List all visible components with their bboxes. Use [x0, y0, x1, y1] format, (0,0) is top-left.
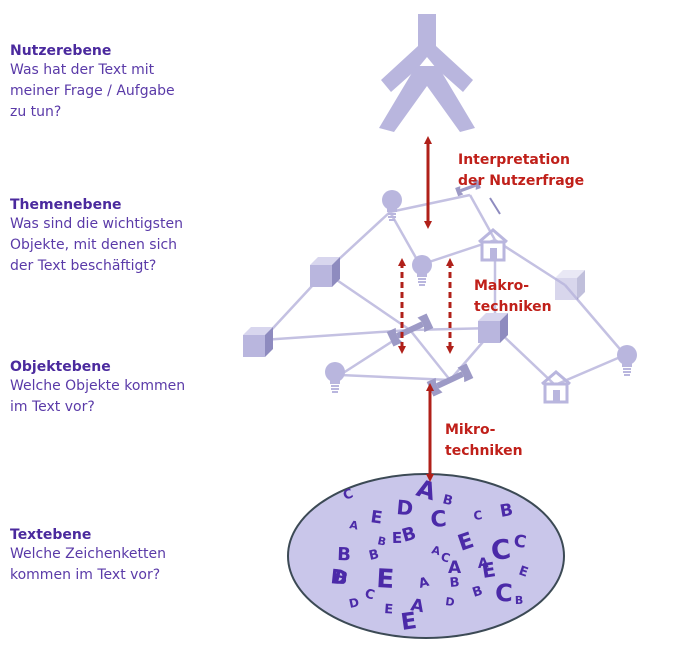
letter-glyph: B [337, 544, 351, 565]
letter-glyph: B [441, 492, 454, 509]
letter-glyph: C [439, 550, 452, 566]
level-question: Was sind die wichtigsten Objekte, mit de… [10, 216, 183, 274]
letter-glyph: D [329, 564, 348, 590]
letter-glyph: C [495, 579, 513, 607]
letter-glyph: E [376, 564, 395, 595]
level-objektebene: Objektebene Welche Objekte kommen im Tex… [10, 358, 260, 418]
letter-glyph: A [348, 518, 359, 532]
letter-glyph: A [409, 595, 426, 617]
level-nutzerebene: Nutzerebene Was hat der Text mit meiner … [10, 42, 260, 123]
level-title: Objektebene [10, 359, 111, 375]
level-question: Welche Objekte kommen im Text vor? [10, 378, 186, 415]
letter-glyph: C [363, 586, 376, 603]
letter-glyph: B [400, 523, 419, 547]
interpretation-label: Interpretation der Nutzerfrage [458, 152, 585, 189]
letter-glyph: C [473, 508, 484, 523]
mikro-label: Mikro- techniken [445, 422, 523, 459]
letter-glyph: E [384, 602, 394, 618]
lightbulb-icon [325, 362, 345, 393]
letter-glyph: B [471, 583, 485, 600]
letter-glyph: B [515, 594, 524, 607]
makro-label: Makro- techniken [474, 278, 552, 315]
letter-glyph: C [430, 507, 448, 533]
cube-icon [243, 327, 273, 357]
cube-icon [310, 257, 340, 287]
level-question: Welche Zeichenketten kommen im Text vor? [10, 546, 166, 583]
letter-glyph: B [498, 500, 514, 522]
letter-glyph: B [368, 547, 381, 564]
letter-glyph: E [480, 557, 497, 583]
arrows [398, 136, 454, 482]
letter-glyph: A [430, 543, 442, 558]
level-title: Themenebene [10, 197, 122, 213]
letter-glyph: A [417, 575, 431, 592]
letter-glyph: B [449, 575, 460, 591]
letter-glyph: E [392, 529, 403, 547]
letter-glyph: E [369, 507, 383, 528]
letter-glyph: D [396, 495, 415, 520]
level-title: Textebene [10, 527, 92, 543]
letter-glyph: A [477, 555, 489, 572]
letter-glyph: D [348, 595, 361, 611]
letter-glyph: B [332, 566, 350, 590]
letter-glyph: C [489, 534, 512, 567]
letter-glyph: C [512, 531, 527, 553]
wrench-icon [426, 363, 474, 397]
lightbulb-icon [412, 255, 432, 286]
letter-glyph: D [445, 595, 456, 609]
letter-glyph: A [448, 558, 462, 578]
network-line-short [489, 197, 501, 215]
level-title: Nutzerebene [10, 43, 112, 59]
lightbulb-icon [617, 345, 637, 376]
level-themenebene: Themenebene Was sind die wichtigsten Obj… [10, 196, 260, 277]
user-person-icon [379, 14, 475, 132]
cube-icon [555, 270, 585, 300]
letter-glyph: B [376, 534, 387, 548]
letter-glyph: E [399, 608, 418, 636]
level-question: Was hat der Text mit meiner Frage / Aufg… [10, 62, 175, 120]
level-textebene: Textebene Welche Zeichenketten kommen im… [10, 526, 260, 586]
